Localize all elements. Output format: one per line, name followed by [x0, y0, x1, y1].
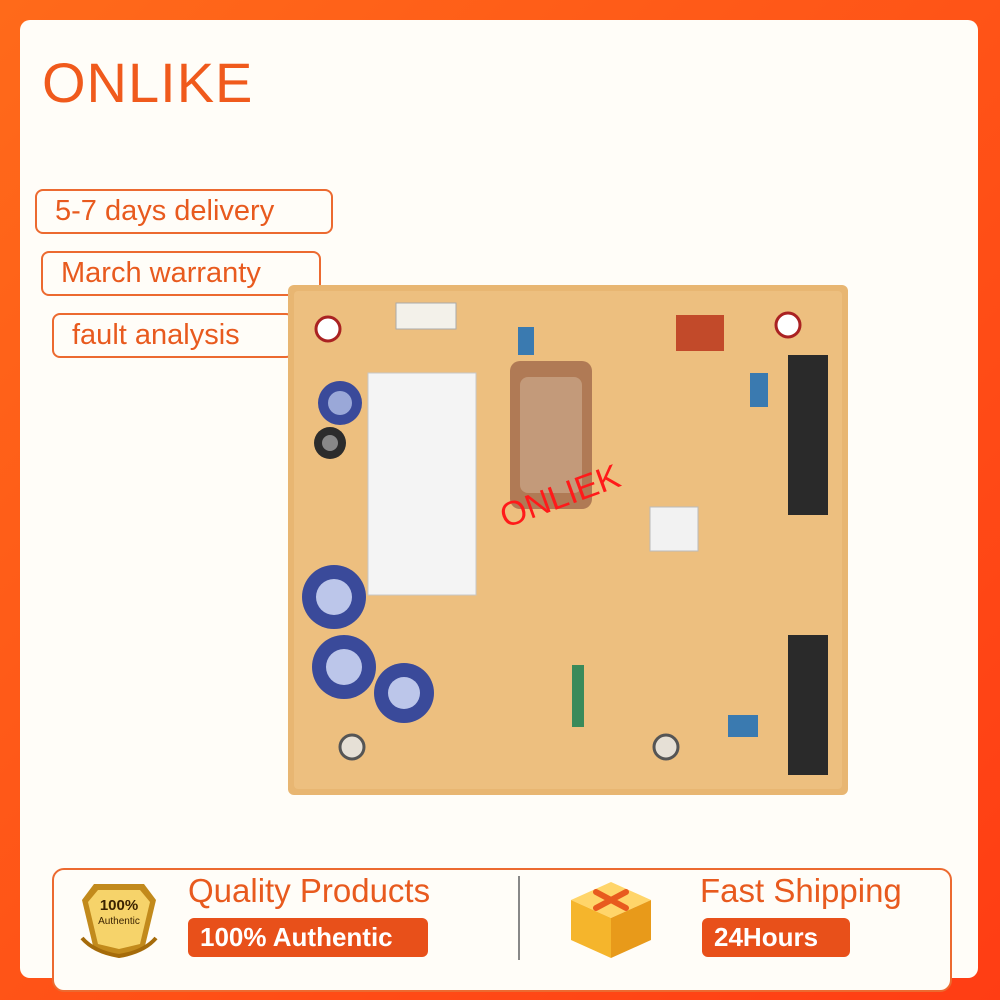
seal-percent: 100% — [99, 897, 139, 914]
warranty-badge: March warranty — [41, 251, 321, 296]
gold-seal-icon — [80, 884, 158, 958]
circuit-board-image — [288, 285, 848, 795]
delivery-badge: 5-7 days delivery — [35, 189, 333, 234]
authentic-badge: 100% Authentic — [188, 918, 428, 957]
brand-title: ONLIKE — [42, 51, 254, 114]
package-box-icon — [571, 882, 651, 958]
fast-shipping-title: Fast Shipping — [700, 872, 902, 909]
fault-analysis-badge: fault analysis — [52, 313, 294, 358]
quality-products-title: Quality Products — [188, 872, 431, 909]
shipping-time-badge: 24Hours — [702, 918, 850, 957]
banner-divider — [518, 876, 520, 960]
seal-label: Authentic — [98, 916, 140, 927]
